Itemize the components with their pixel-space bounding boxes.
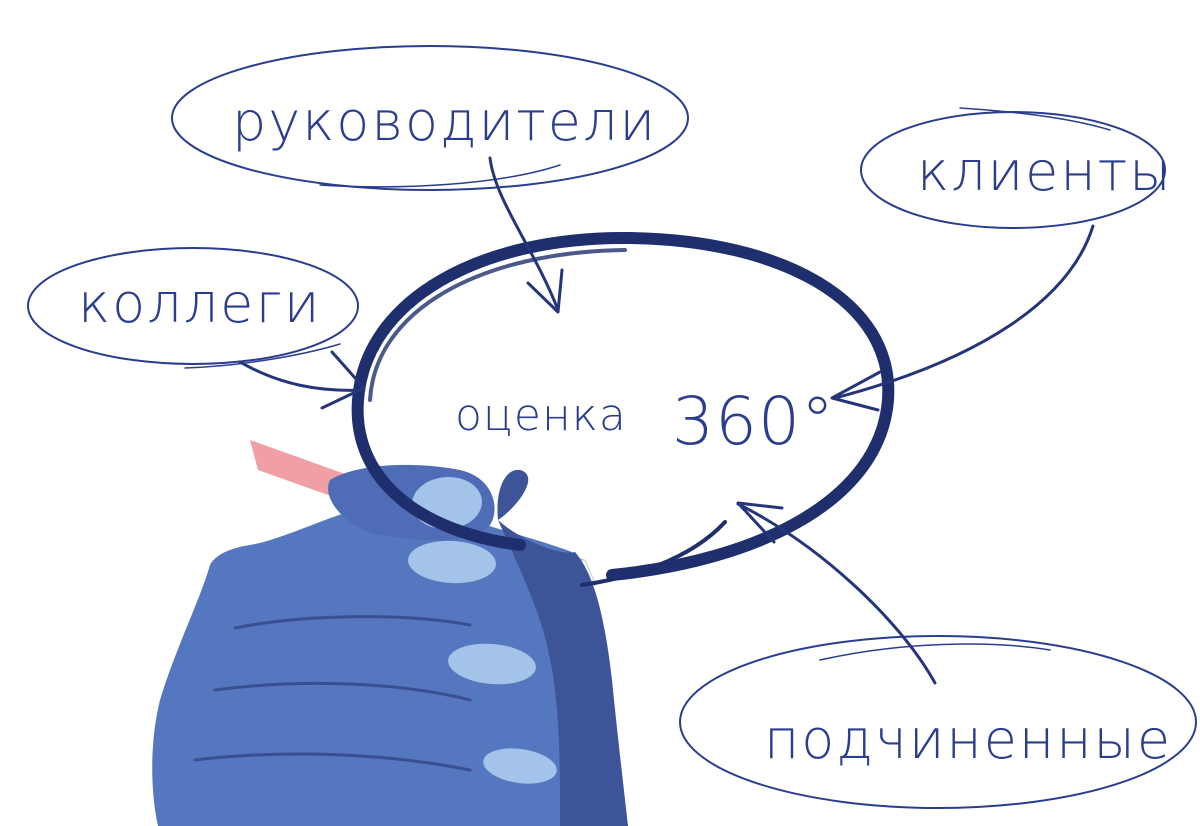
bubble-subordinates-overstroke <box>820 644 1050 660</box>
bubble-managers-label: руководители <box>232 90 657 153</box>
bubble-clients-label: клиенты <box>917 140 1173 203</box>
bubble-colleagues: коллеги <box>28 248 358 368</box>
center-label: оценка <box>455 390 627 441</box>
bubble-subordinates: подчиненные <box>680 636 1196 808</box>
center-value: 360° <box>672 383 835 460</box>
bubble-managers-overstroke <box>320 165 560 187</box>
bubble-clients: клиенты <box>861 108 1173 228</box>
bubble-colleagues-label: коллеги <box>78 272 321 335</box>
arrow-clients <box>835 226 1093 398</box>
arrow-managers <box>490 158 558 310</box>
center-ellipse-inner-stroke <box>370 250 625 400</box>
bubble-subordinates-label: подчиненные <box>764 708 1172 771</box>
bubble-managers: руководители <box>172 46 688 190</box>
hand-holding-marker-icon <box>152 440 628 826</box>
